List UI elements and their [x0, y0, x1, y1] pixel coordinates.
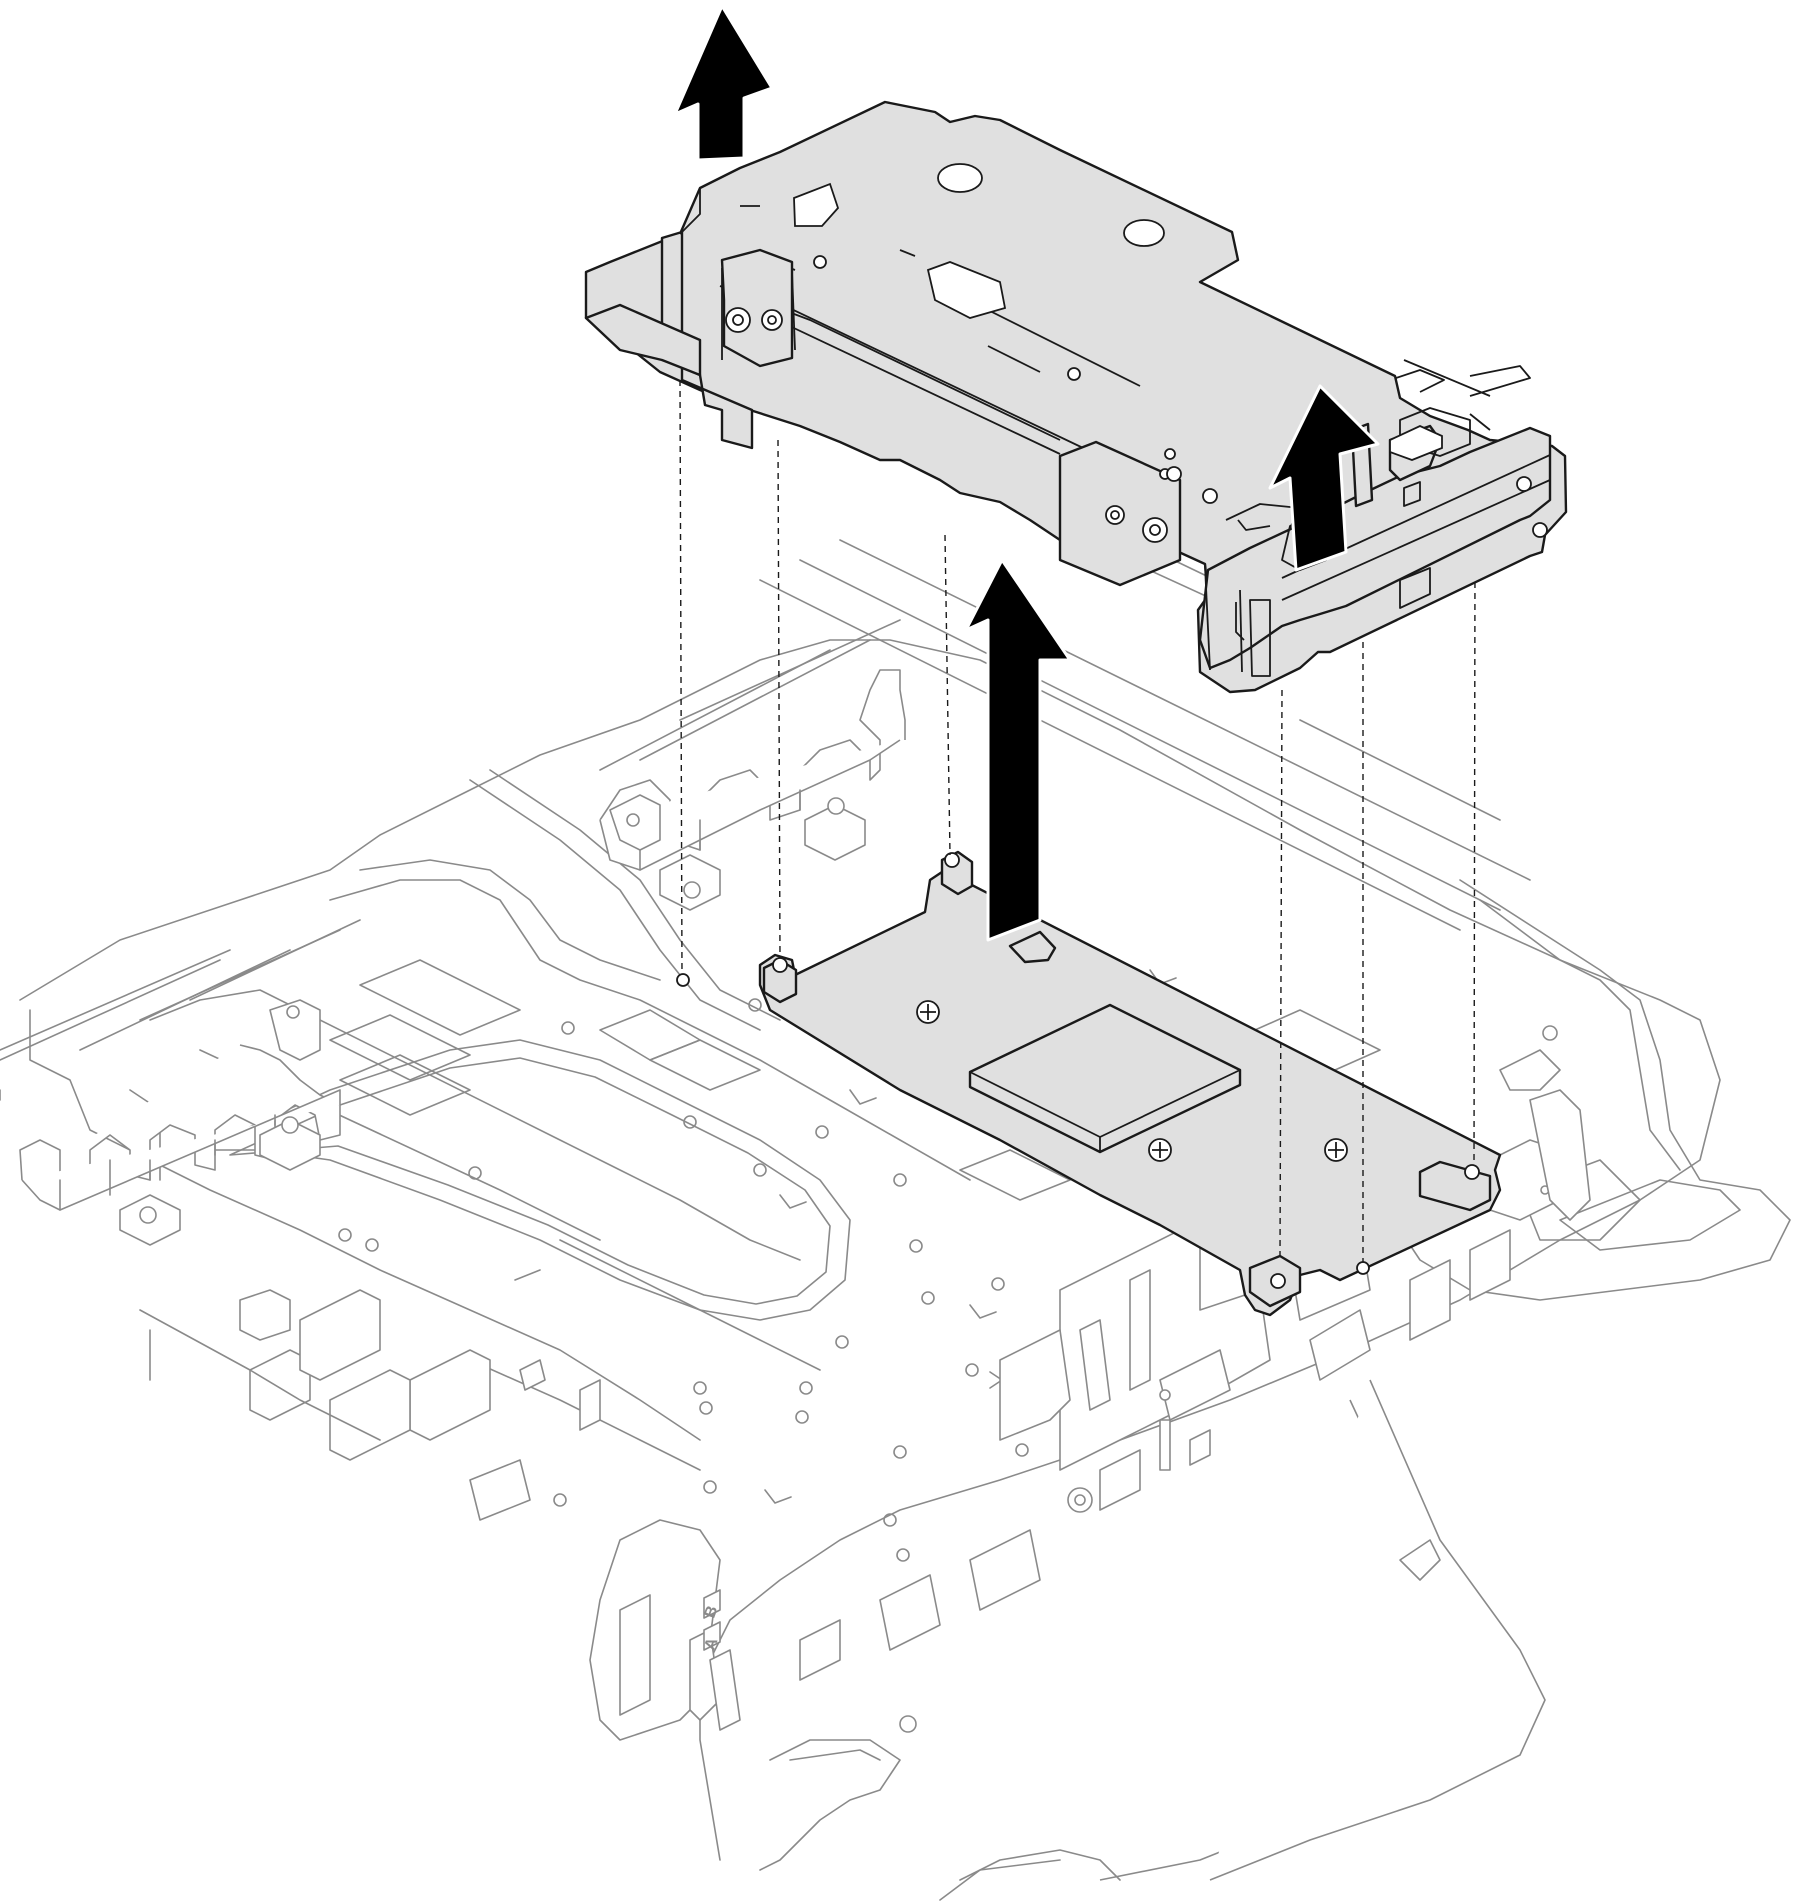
system-board-tray [19, 639, 1721, 1861]
board-screw-holes [338, 998, 1037, 1562]
arrow-up-icon [1268, 384, 1380, 572]
connector-label-b: B [701, 1604, 721, 1621]
dimm-retention-rows [0, 619, 906, 1246]
lift-arrows [673, 4, 1380, 942]
water-loop-tubes [759, 519, 1791, 1901]
m2-drive-cage [584, 100, 1568, 694]
arrow-up-icon [673, 4, 774, 162]
m2-backplane-board [758, 850, 1502, 1317]
arrow-up-icon [964, 558, 1072, 942]
standoff-hole-left [676, 973, 690, 987]
standoff-hole-right [1356, 1261, 1370, 1275]
alignment-guides [679, 379, 1476, 1262]
